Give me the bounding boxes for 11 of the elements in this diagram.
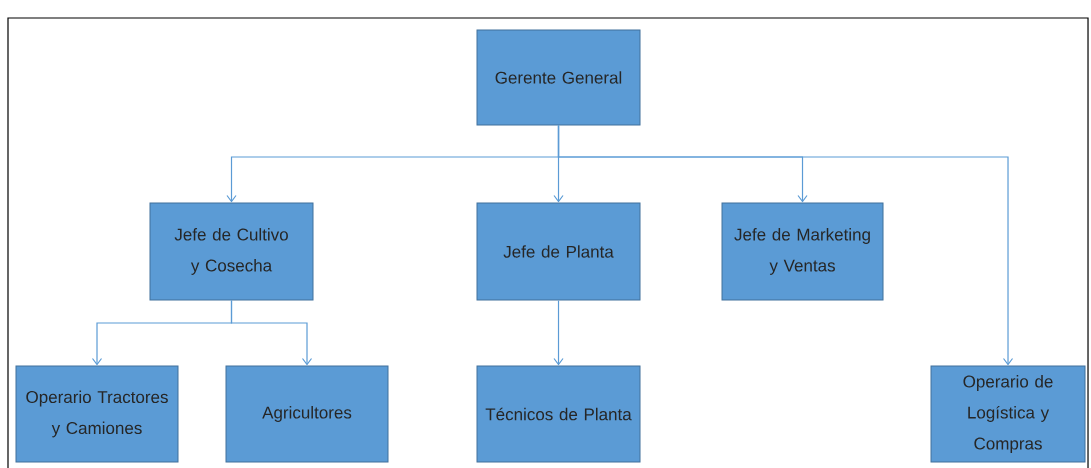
org-box: Agricultores <box>225 365 389 463</box>
arrow <box>557 124 1014 366</box>
org-box: Jefe de Cultivo y Cosecha <box>149 202 314 301</box>
org-box: Técnicos de Planta <box>476 365 641 463</box>
arrow <box>553 299 564 366</box>
org-box: Operario Tractores y Camiones <box>15 365 179 463</box>
org-box: Jefe de Marketing y Ventas <box>721 202 884 301</box>
org-box: Gerente General <box>476 29 641 126</box>
arrow <box>230 299 313 366</box>
org-box: Jefe de Planta <box>476 202 641 301</box>
org-box: Operario de Logística y Compras <box>930 365 1086 463</box>
